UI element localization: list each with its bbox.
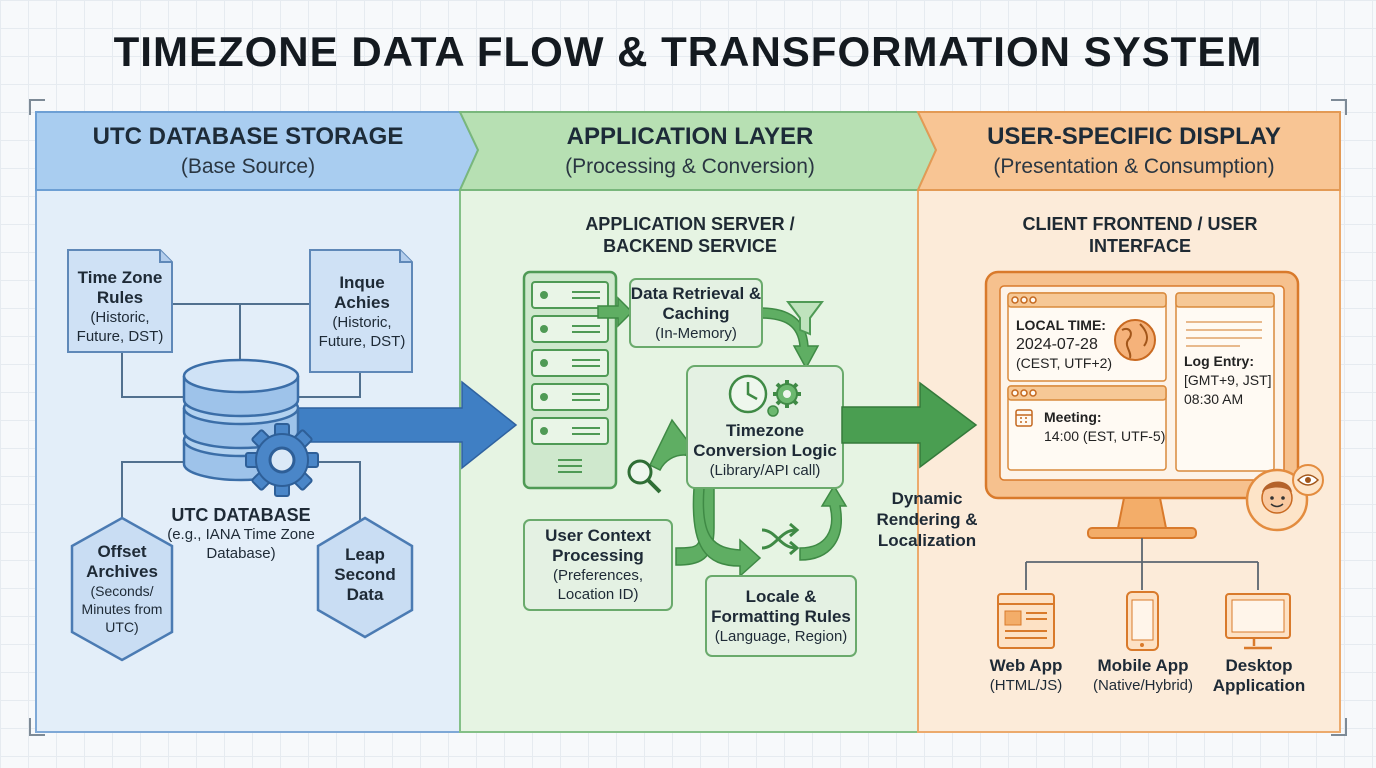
local-time-date: 2024-07-28 xyxy=(1016,336,1098,353)
document-icon xyxy=(309,249,413,373)
clock-icon xyxy=(728,374,768,414)
offset-archives-sub: (Seconds/ Minutes from UTC) xyxy=(81,583,163,635)
log-entry-zone: [GMT+9, JST] xyxy=(1184,372,1272,388)
retrieval-title: Data Retrieval & Caching xyxy=(630,283,762,323)
hexagon-icon xyxy=(316,516,414,639)
retrieval-card: Data Retrieval & Caching (In-Memory) xyxy=(630,279,762,347)
app-to-display-arrow xyxy=(841,381,978,469)
gear-icon xyxy=(767,405,779,417)
time-zone-rules-title: Time Zone Rules xyxy=(77,268,163,307)
mobile-app-title: Mobile App xyxy=(1097,656,1189,675)
locale-title: Locale & Formatting Rules xyxy=(711,586,851,626)
log-entry-widget: Log Entry: [GMT+9, JST] 08:30 AM xyxy=(1184,352,1272,409)
context-title: User Context Processing xyxy=(545,526,651,565)
local-time-label: LOCAL TIME: xyxy=(1016,317,1106,333)
locale-card: Locale & Formatting Rules (Language, Reg… xyxy=(706,578,856,654)
shuffle-icon xyxy=(761,522,800,556)
conversion-sub: (Library/API call) xyxy=(709,461,821,479)
desktop-app-title: Desktop Application xyxy=(1212,656,1306,695)
app-server-heading: APPLICATION SERVER / BACKEND SERVICE xyxy=(585,214,795,256)
log-entry-label: Log Entry: xyxy=(1184,353,1254,369)
offset-archives-title: Offset Archives xyxy=(86,542,158,581)
retrieval-sub: (In-Memory) xyxy=(655,324,737,342)
gear-icon xyxy=(245,423,319,497)
utc-section-header: UTC DATABASE STORAGE (Base Source) xyxy=(36,112,460,190)
desktop-app-label: Desktop Application xyxy=(1208,656,1310,696)
offset-archives-hex: Offset Archives (Seconds/ Minutes from U… xyxy=(76,535,168,643)
conversion-title: Timezone Conversion Logic xyxy=(693,420,837,460)
locale-to-conversion-arrow xyxy=(799,484,848,561)
meeting-label: Meeting: xyxy=(1044,409,1102,425)
leap-second-hex: Leap Second Data xyxy=(326,540,404,610)
display-header-bg xyxy=(916,111,1341,191)
utc-to-app-arrow xyxy=(295,380,518,470)
meeting-value: 14:00 (EST, UTF-5) xyxy=(1044,428,1166,444)
local-time-zone: (CEST, UTF+2) xyxy=(1016,355,1113,371)
calendar-icon xyxy=(1015,409,1033,427)
context-card-bg xyxy=(523,519,673,611)
app-section-header: APPLICATION LAYER (Processing & Conversi… xyxy=(470,112,910,190)
context-sub: (Preferences, Location ID) xyxy=(552,567,644,603)
server-to-retrieval-arrow xyxy=(597,296,634,328)
desktop-icon xyxy=(1225,593,1291,650)
display-section-subtitle: (Presentation & Consumption) xyxy=(993,155,1275,178)
web-app-sub: (HTML/JS) xyxy=(989,677,1063,694)
conversion-card: Timezone Conversion Logic (Library/API c… xyxy=(690,418,840,482)
gear-icon xyxy=(773,380,801,408)
filter-icon xyxy=(786,301,824,336)
log-entry-time: 08:30 AM xyxy=(1184,391,1244,407)
database-icon xyxy=(182,358,300,482)
display-section-title: USER-SPECIFIC DISPLAY xyxy=(987,123,1281,150)
app-section-title: APPLICATION LAYER xyxy=(566,123,814,150)
utc-section-subtitle: (Base Source) xyxy=(180,155,316,178)
mobile-app-sub: (Native/Hybrid) xyxy=(1092,677,1194,694)
display-section-header: USER-SPECIFIC DISPLAY (Presentation & Co… xyxy=(928,112,1340,190)
archives-doc: Inque Achies (Historic, Future, DST) xyxy=(312,262,412,362)
utc-section-title: UTC DATABASE STORAGE xyxy=(92,123,404,150)
utc-database-title: UTC DATABASE xyxy=(171,505,311,525)
mobile-icon xyxy=(1126,591,1159,651)
meeting-widget: Meeting: 14:00 (EST, UTF-5) xyxy=(1044,408,1166,446)
user-avatar-icon xyxy=(1245,468,1309,532)
web-app-icon xyxy=(997,593,1055,649)
server-icon xyxy=(522,270,618,490)
archives-doc-sub: (Historic, Future, DST) xyxy=(318,314,406,350)
app-section-subtitle: (Processing & Conversion) xyxy=(565,155,815,178)
locale-sub: (Language, Region) xyxy=(714,627,848,645)
eye-icon xyxy=(1292,464,1324,496)
archives-doc-title: Inque Achies xyxy=(334,273,390,312)
utc-database-label: UTC DATABASE (e.g., IANA Time Zone Datab… xyxy=(160,500,322,568)
hexagon-icon xyxy=(70,516,174,662)
time-zone-rules-doc: Time Zone Rules (Historic, Future, DST) xyxy=(68,262,172,352)
utc-database-sub: (e.g., IANA Time Zone Database) xyxy=(167,526,315,562)
document-icon xyxy=(67,249,173,353)
page-title: TIMEZONE DATA FLOW & TRANSFORMATION SYST… xyxy=(113,28,1263,75)
time-zone-rules-sub: (Historic, Future, DST) xyxy=(76,309,164,345)
locale-card-bg xyxy=(705,575,857,657)
mobile-app-label: Mobile App (Native/Hybrid) xyxy=(1082,656,1204,695)
dynamic-rendering-label: Dynamic Rendering & Localization xyxy=(876,489,978,550)
utc-connectors xyxy=(121,303,361,520)
web-app-label: Web App (HTML/JS) xyxy=(976,656,1076,695)
magnifier-icon xyxy=(627,459,662,494)
client-frontend-heading: CLIENT FRONTEND / USER INTERFACE xyxy=(1022,214,1258,256)
globe-icon xyxy=(1114,319,1156,361)
context-card: User Context Processing (Preferences, Lo… xyxy=(524,522,672,608)
local-time-widget: LOCAL TIME: 2024-07-28 (CEST, UTF+2) xyxy=(1016,316,1126,373)
leap-second-title: Leap Second Data xyxy=(334,545,396,604)
web-app-title: Web App xyxy=(989,656,1063,675)
retrieval-card-bg xyxy=(629,278,763,348)
